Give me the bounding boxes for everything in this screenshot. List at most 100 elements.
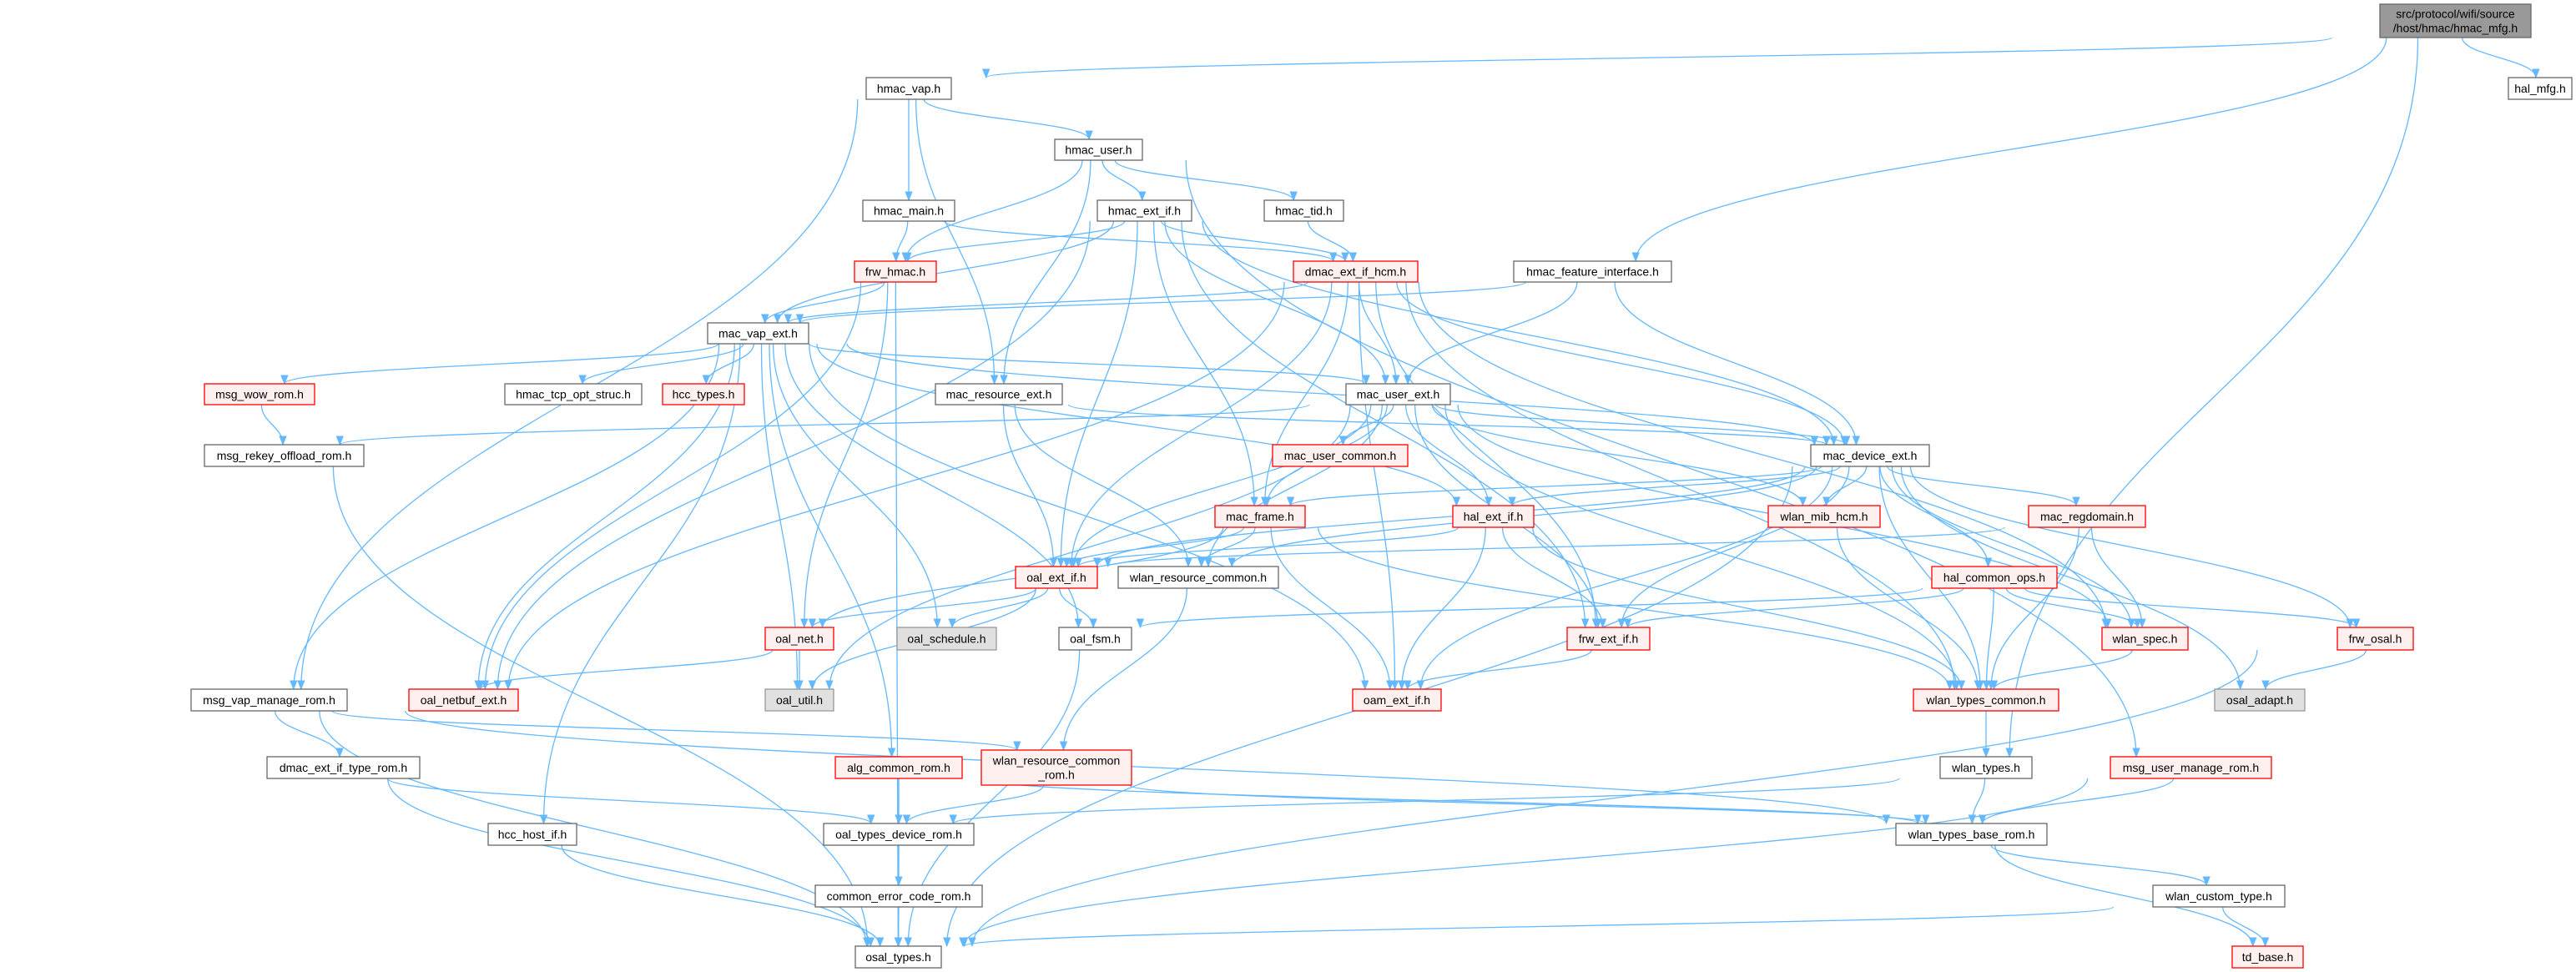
node-label: td_base.h xyxy=(2242,950,2294,964)
node-mac-resource-ext[interactable]: mac_resource_ext.h xyxy=(935,383,1063,405)
node-box xyxy=(662,383,745,405)
node-wlan-types-base-rom[interactable]: wlan_types_base_rom.h xyxy=(1895,823,2048,846)
node-box xyxy=(204,383,315,405)
node-mac-frame[interactable]: mac_frame.h xyxy=(1214,505,1306,528)
edge-mac-user-ext-to-mac-device-ext xyxy=(1435,404,1851,446)
edge-mac-user-ext-to-msg-rekey-offload-rom xyxy=(336,404,1310,446)
edge-msg-user-manage-rom-to-osal-types xyxy=(959,778,2089,948)
node-frw-hmac[interactable]: frw_hmac.h xyxy=(854,260,937,283)
edge-mac-device-ext-to-oal-ext-if xyxy=(1093,466,1806,568)
node-hmac-ext-if[interactable]: hmac_ext_if.h xyxy=(1096,199,1192,222)
node-frw-ext-if[interactable]: frw_ext_if.h xyxy=(1566,627,1651,651)
node-common-error-code-rom[interactable]: common_error_code_rom.h xyxy=(814,884,983,908)
edge-hmac-ext-if-to-mac-vap-ext xyxy=(774,220,1115,325)
edge-mac-vap-ext-to-msg-wow-rom xyxy=(280,343,719,385)
node-wlan-resource-common[interactable]: wlan_resource_common.h xyxy=(1117,566,1279,589)
node-wlan-types-common[interactable]: wlan_types_common.h xyxy=(1913,688,2059,712)
edge-dmac-ext-if-hcm-to-oam-ext-if xyxy=(1358,281,1399,691)
node-hmac-main[interactable]: hmac_main.h xyxy=(862,199,955,222)
node-mac-vap-ext[interactable]: mac_vap_ext.h xyxy=(707,322,809,345)
node-oal-fsm[interactable]: oal_fsm.h xyxy=(1058,627,1132,651)
node-hal-common-ops[interactable]: hal_common_ops.h xyxy=(1931,566,2058,589)
node-mac-device-ext[interactable]: mac_device_ext.h xyxy=(1810,444,1930,467)
edge-dmac-ext-if-hcm-to-oal-ext-if xyxy=(1067,281,1333,568)
node-hmac-tid[interactable]: hmac_tid.h xyxy=(1263,199,1344,222)
node-mac-user-ext[interactable]: mac_user_ext.h xyxy=(1345,383,1451,405)
edge-mac-user-ext-to-hal-ext-if xyxy=(1404,404,1493,507)
edge-dmac-ext-if-type-rom-to-osal-types xyxy=(387,778,875,948)
edge-mac-frame-to-wlan-resource-common xyxy=(1197,526,1256,568)
node-hal-mfg[interactable]: hal_mfg.h xyxy=(2508,77,2573,100)
edge-hmac-ext-if-to-mac-device-ext xyxy=(1202,220,1838,446)
edge-frw-osal-to-osal-adapt xyxy=(2261,649,2367,691)
node-label: _rom.h xyxy=(1037,768,1075,782)
node-wlan-spec[interactable]: wlan_spec.h xyxy=(2101,627,2189,651)
node-msg-rekey-offload-rom[interactable]: msg_rekey_offload_rom.h xyxy=(204,444,365,467)
node-box xyxy=(1513,260,1672,283)
edge-wlan-custom-type-to-td-base xyxy=(2222,906,2270,948)
edge-dmac-ext-if-type-rom-to-oal-types-device-rom xyxy=(387,778,875,825)
node-label: dmac_ext_if_hcm.h xyxy=(1305,265,1406,279)
edge-msg-rekey-offload-rom-to-osal-types xyxy=(332,466,872,948)
node-hmac-feature-interface[interactable]: hmac_feature_interface.h xyxy=(1513,260,1672,283)
node-oal-util[interactable]: oal_util.h xyxy=(764,688,834,712)
edge-hmac-main-to-frw-hmac xyxy=(892,220,909,263)
node-root[interactable]: src/protocol/wifi/source/host/hmac/hmac_… xyxy=(2379,3,2532,38)
node-dmac-ext-if-hcm[interactable]: dmac_ext_if_hcm.h xyxy=(1293,260,1419,283)
node-oal-schedule[interactable]: oal_schedule.h xyxy=(896,627,997,651)
node-alg-common-rom[interactable]: alg_common_rom.h xyxy=(834,756,963,779)
node-oal-types-device-rom[interactable]: oal_types_device_rom.h xyxy=(823,823,975,846)
edge-mac-vap-ext-to-alg-common-rom xyxy=(769,343,896,758)
edge-hmac-feature-interface-to-mac-user-ext xyxy=(1404,281,1578,385)
node-box xyxy=(1931,566,2058,589)
edge-hmac-user-to-hmac-ext-if xyxy=(1101,159,1147,202)
node-oal-netbuf-ext[interactable]: oal_netbuf_ext.h xyxy=(408,688,519,712)
node-oal-ext-if[interactable]: oal_ext_if.h xyxy=(1015,566,1098,589)
node-oal-net[interactable]: oal_net.h xyxy=(764,627,834,651)
node-label: hmac_tid.h xyxy=(1275,204,1332,218)
node-hmac-tcp-opt-struc[interactable]: hmac_tcp_opt_struc.h xyxy=(504,383,643,405)
node-wlan-resource-common-rom[interactable]: wlan_resource_common_rom.h xyxy=(980,749,1132,786)
edge-frw-hmac-to-osal-types xyxy=(894,281,902,948)
edge-oal-ext-if-to-oal-fsm xyxy=(1059,587,1097,629)
edge-mac-regdomain-to-oal-ext-if xyxy=(1104,526,2005,568)
node-frw-osal[interactable]: frw_osal.h xyxy=(2337,627,2414,651)
node-oam-ext-if[interactable]: oam_ext_if.h xyxy=(1352,688,1442,712)
node-wlan-mib-hcm[interactable]: wlan_mib_hcm.h xyxy=(1767,505,1881,528)
node-label: oal_ext_if.h xyxy=(1026,571,1086,584)
node-box xyxy=(1895,823,2048,846)
node-label: mac_resource_ext.h xyxy=(946,388,1052,401)
node-wlan-custom-type[interactable]: wlan_custom_type.h xyxy=(2152,884,2286,908)
node-box xyxy=(896,627,997,651)
edge-hal-common-ops-to-oal-fsm xyxy=(1137,587,1923,629)
node-label: mac_device_ext.h xyxy=(1823,449,1918,462)
edge-mac-frame-to-oal-ext-if xyxy=(1062,526,1245,568)
edge-hal-ext-if-to-frw-ext-if xyxy=(1501,526,1607,629)
node-label: wlan_types.h xyxy=(1951,761,2020,774)
node-msg-wow-rom[interactable]: msg_wow_rom.h xyxy=(204,383,315,405)
edge-hmac-user-to-msg-user-manage-rom xyxy=(1185,159,2140,758)
node-box xyxy=(1117,566,1279,589)
node-osal-types[interactable]: osal_types.h xyxy=(854,945,942,969)
node-td-base[interactable]: td_base.h xyxy=(2231,945,2304,969)
node-hal-ext-if[interactable]: hal_ext_if.h xyxy=(1452,505,1535,528)
node-msg-user-manage-rom[interactable]: msg_user_manage_rom.h xyxy=(2110,756,2272,779)
edge-hmac-ext-if-to-mac-frame xyxy=(1152,220,1258,507)
node-label: mac_user_ext.h xyxy=(1357,388,1440,401)
node-dmac-ext-if-type-rom[interactable]: dmac_ext_if_type_rom.h xyxy=(266,756,421,779)
edge-oal-ext-if-to-oal-net xyxy=(808,587,1037,629)
node-hmac-user[interactable]: hmac_user.h xyxy=(1054,138,1143,161)
node-box xyxy=(1810,444,1930,467)
edge-mac-device-ext-to-osal-adapt xyxy=(1900,466,2245,691)
node-wlan-types[interactable]: wlan_types.h xyxy=(1939,756,2033,779)
node-hmac-vap[interactable]: hmac_vap.h xyxy=(865,77,952,100)
node-box xyxy=(823,823,975,846)
edge-frw-osal-to-osal-types xyxy=(968,649,2258,948)
node-msg-vap-manage-rom[interactable]: msg_vap_manage_rom.h xyxy=(190,688,348,712)
node-mac-user-common[interactable]: mac_user_common.h xyxy=(1272,444,1409,467)
node-hcc-types[interactable]: hcc_types.h xyxy=(662,383,745,405)
edge-wlan-custom-type-to-osal-types xyxy=(960,906,2115,948)
node-hcc-host-if[interactable]: hcc_host_if.h xyxy=(487,823,577,846)
node-osal-adapt[interactable]: osal_adapt.h xyxy=(2214,688,2306,712)
node-mac-regdomain[interactable]: mac_regdomain.h xyxy=(2028,505,2146,528)
